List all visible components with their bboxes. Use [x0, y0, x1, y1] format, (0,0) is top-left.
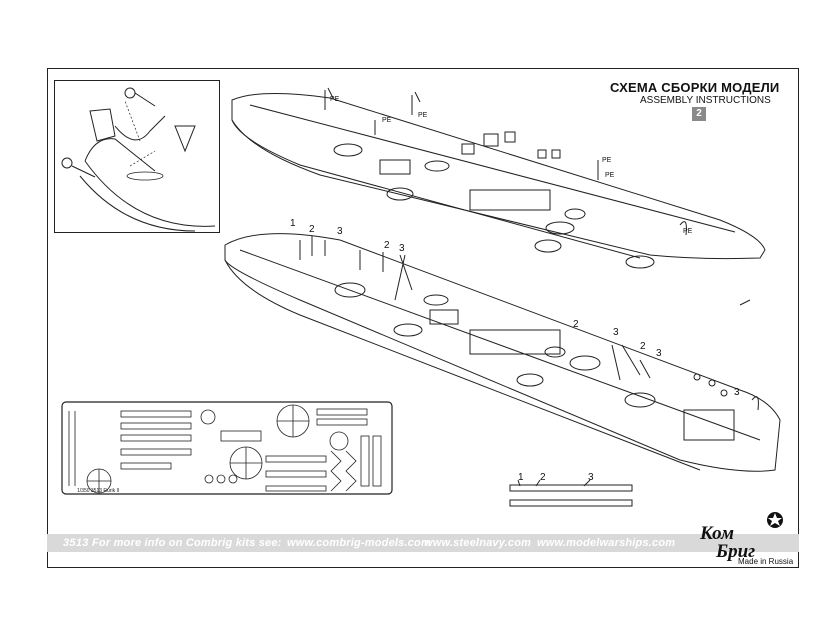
- part-callout-2-b: 2: [384, 240, 390, 251]
- footer-info-text: For more info on Combrig kits see:: [92, 537, 282, 549]
- title-english: ASSEMBLY INSTRUCTIONS: [640, 95, 771, 106]
- part-callout-2-c: 2: [573, 319, 579, 330]
- propeller-detail-inset: [54, 80, 220, 233]
- part-callout-3-d: 3: [656, 348, 662, 359]
- footer-url-modelwarships[interactable]: www.modelwarships.com: [537, 537, 676, 549]
- pe-callout-5: PE: [605, 172, 615, 179]
- part-callout-3-e: 3: [734, 387, 740, 398]
- pe-callout-6: PE: [683, 228, 693, 235]
- strip-callout-1: 1: [518, 472, 524, 483]
- made-in-russia: Made in Russia: [738, 557, 794, 566]
- part-callout-3-c: 3: [613, 327, 619, 338]
- strip-callout-3: 3: [588, 472, 594, 483]
- footer-url-combrig[interactable]: www.combrig-models.com: [287, 537, 431, 549]
- part-callout-3-a: 3: [337, 226, 343, 237]
- ladder-strip-diagram: [509, 479, 633, 507]
- title-russian: СХЕМА СБОРКИ МОДЕЛИ: [610, 80, 780, 95]
- photo-etch-fret: [61, 401, 393, 504]
- part-callout-3-b: 3: [399, 243, 405, 254]
- strip-callout-2: 2: [540, 472, 546, 483]
- photo-etch-caption: 1/350 3513 Rurik II: [77, 488, 120, 494]
- brand-logo-line2: Бриг: [716, 541, 756, 562]
- part-callout-1-a: 1: [290, 218, 296, 229]
- lower-hull-view: [224, 233, 781, 472]
- pe-callout-4: PE: [602, 157, 612, 164]
- step-number-badge: 2: [692, 107, 706, 121]
- upper-hull-view: [231, 87, 766, 306]
- pe-callout-3: PE: [382, 117, 392, 124]
- footer-url-steelnavy[interactable]: www.steelnavy.com: [424, 537, 532, 549]
- pe-callout-1: PE: [418, 112, 428, 119]
- pe-callout-2: PE: [330, 96, 340, 103]
- part-callout-2-a: 2: [309, 224, 315, 235]
- instruction-sheet-border: [47, 68, 799, 568]
- photo-etch-fret-drawing: [61, 401, 393, 495]
- part-callout-2-d: 2: [640, 341, 646, 352]
- footer-band: [47, 534, 799, 552]
- propeller-detail-drawing: [61, 87, 216, 232]
- brand-logo-line1: Ком: [700, 523, 734, 544]
- kit-number: 3513: [63, 537, 89, 549]
